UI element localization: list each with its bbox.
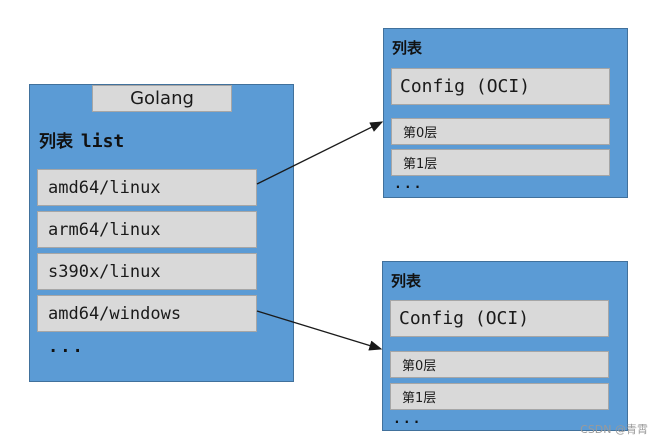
list-title: 列表 list — [39, 127, 124, 152]
platform-row-s390x-linux: s390x/linux — [37, 253, 257, 290]
config-row: Config (OCI) — [390, 300, 609, 337]
platform-row-amd64-windows: amd64/windows — [37, 295, 257, 332]
layer-label: 第1层 — [402, 391, 437, 406]
platform-label: arm64/linux — [48, 219, 161, 240]
more-ellipsis: ... — [393, 412, 423, 427]
layer-label: 第0层 — [403, 126, 438, 141]
config-label: Config (OCI) — [399, 308, 530, 329]
arrow-to-bottom-manifest — [256, 310, 383, 351]
platform-label: amd64/linux — [48, 177, 161, 198]
manifest-list-panel: Golang 列表 list amd64/linux arm64/linux s… — [29, 84, 294, 382]
layer-row-0: 第0层 — [390, 351, 609, 378]
manifest-title: 列表 — [392, 39, 423, 57]
layer-label: 第1层 — [403, 157, 438, 172]
platform-label: s390x/linux — [48, 261, 161, 282]
list-title-en: list — [80, 131, 125, 152]
arrow-to-top-manifest — [256, 121, 384, 185]
manifest-title: 列表 — [391, 272, 422, 290]
layer-label: 第0层 — [402, 359, 437, 374]
golang-tab-label: Golang — [130, 88, 194, 109]
manifest-panel-top: 列表 Config (OCI) 第0层 第1层 ... — [383, 28, 628, 198]
config-row: Config (OCI) — [391, 68, 610, 105]
golang-tab: Golang — [92, 85, 232, 112]
platform-row-amd64-linux: amd64/linux — [37, 169, 257, 206]
layer-row-1: 第1层 — [391, 149, 610, 176]
platform-label: amd64/windows — [48, 303, 182, 324]
more-ellipsis: ... — [394, 177, 424, 192]
platform-row-arm64-linux: arm64/linux — [37, 211, 257, 248]
watermark: CSDN @青霄 — [580, 423, 648, 436]
list-title-cn: 列表 — [39, 132, 73, 152]
layer-row-0: 第0层 — [391, 118, 610, 145]
layer-row-1: 第1层 — [390, 383, 609, 410]
more-ellipsis: ... — [48, 337, 85, 357]
config-label: Config (OCI) — [400, 76, 531, 97]
manifest-panel-bottom: 列表 Config (OCI) 第0层 第1层 ... — [382, 261, 628, 431]
